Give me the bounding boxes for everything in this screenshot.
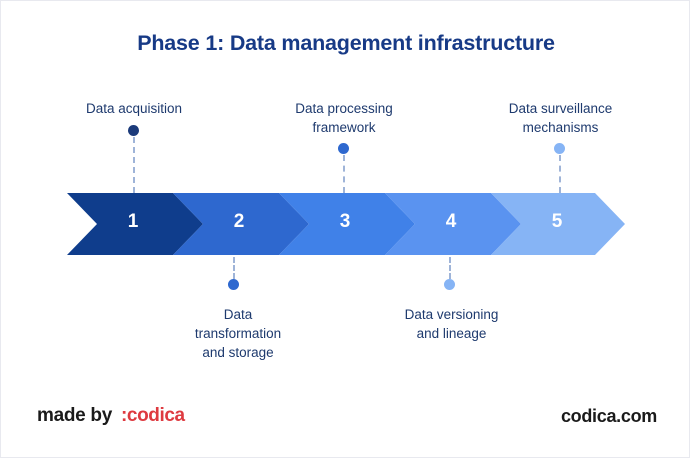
stage-1-connector-dot [128, 125, 139, 136]
step-number-1: 1 [127, 211, 139, 232]
stage-4-label-line-1: Data versioning [404, 307, 499, 322]
stage-4-connector-line [449, 257, 451, 279]
segment-3-shape [279, 193, 415, 255]
codica-logo: :codica [121, 405, 185, 426]
stage-3-connector-line [343, 155, 345, 193]
made-by-text: made by [37, 405, 112, 426]
stage-1-label: Data acquisition [49, 99, 219, 118]
step-number-3: 3 [339, 211, 351, 232]
stage-5-label-line-1: Data surveillance [508, 101, 613, 116]
stage-3-label-line-1: Data processing [295, 101, 393, 116]
stage-3-label-line-2: framework [312, 120, 376, 135]
stage-5-label: Data surveillance mechanisms [473, 99, 648, 137]
stage-5-connector-dot [554, 143, 565, 154]
process-arrow-band [67, 193, 625, 255]
stage-5-label-line-2: mechanisms [522, 120, 599, 135]
stage-2-label-line-2: transformation [194, 326, 282, 341]
stage-1-label-line-1: Data acquisition [85, 101, 183, 116]
stage-2-label: Data transformation and storage [153, 305, 323, 362]
stage-2-label-line-3: and storage [202, 345, 274, 360]
segment-2-shape [173, 193, 309, 255]
stage-1-connector-line [133, 137, 135, 193]
step-number-5: 5 [551, 211, 563, 232]
stage-2-label-line-1: Data [223, 307, 253, 322]
stage-4-label: Data versioning and lineage [364, 305, 539, 343]
stage-4-label-line-2: and lineage [416, 326, 487, 341]
stage-5-connector-line [559, 155, 561, 193]
website-url: codica.com [560, 406, 657, 426]
stage-2-connector-line [233, 257, 235, 279]
stage-2-connector-dot [228, 279, 239, 290]
stage-3-label: Data processing framework [259, 99, 429, 137]
segment-1-shape [67, 193, 203, 255]
step-number-4: 4 [445, 211, 457, 232]
segment-5-shape [491, 193, 625, 255]
page-title: Phase 1: Data management infrastructure [137, 31, 555, 55]
stage-4-connector-dot [444, 279, 455, 290]
segment-4-shape [385, 193, 521, 255]
stage-3-connector-dot [338, 143, 349, 154]
step-number-2: 2 [233, 211, 245, 232]
